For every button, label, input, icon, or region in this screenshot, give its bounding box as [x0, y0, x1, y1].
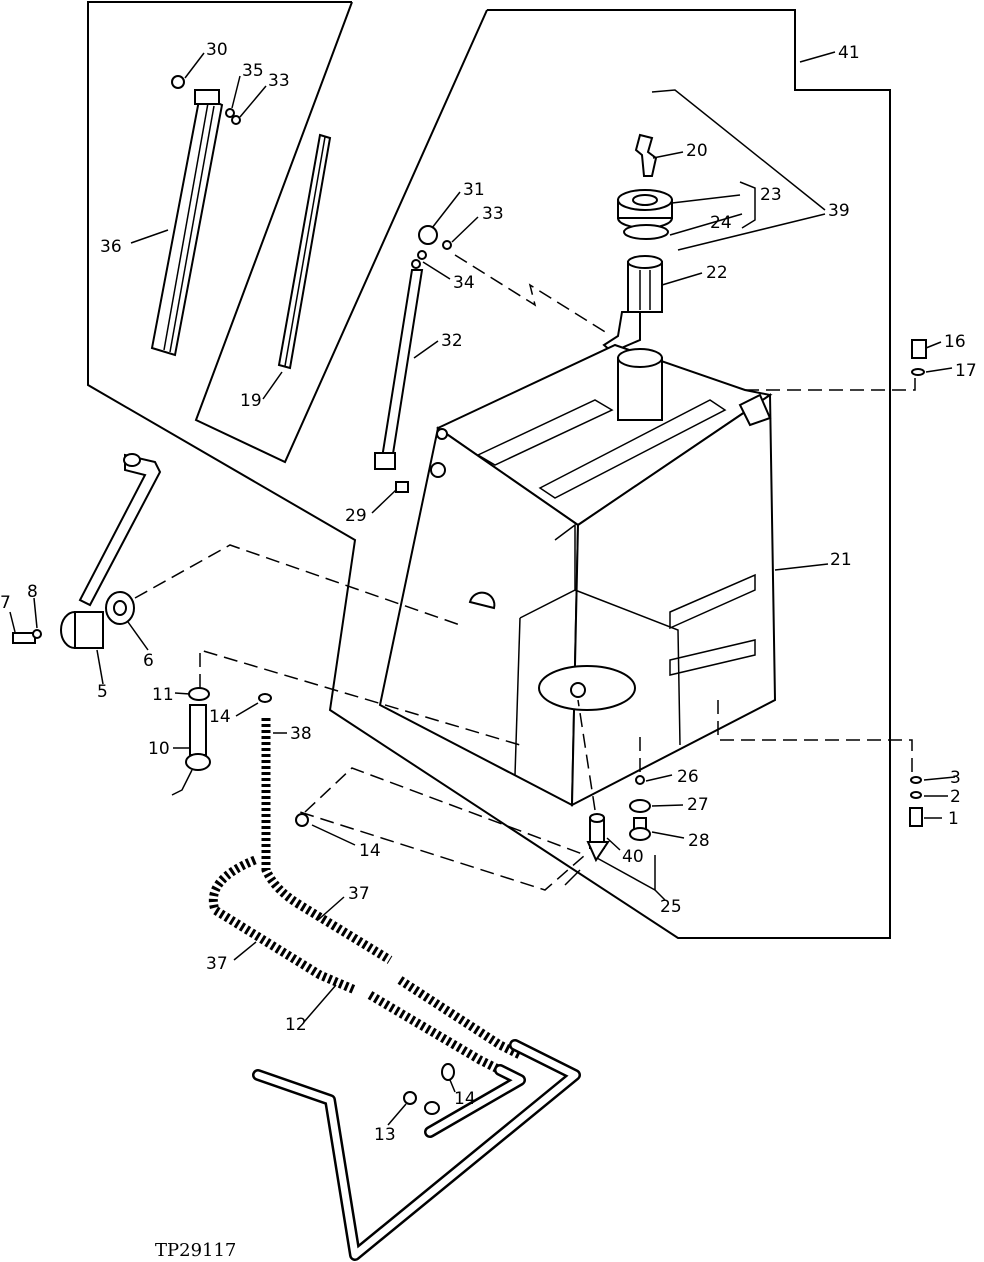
dash-11-tank	[199, 648, 521, 746]
key-20	[634, 133, 658, 177]
washer-33	[442, 240, 452, 250]
bracket	[602, 311, 641, 354]
assembly-outline	[87, 1, 891, 939]
dash-1-tank	[717, 700, 913, 772]
callout-27: 27	[687, 795, 709, 815]
gasket-24	[623, 224, 669, 240]
clamp-14b	[295, 813, 309, 827]
dash-17-tank	[745, 378, 916, 391]
callout-31: 31	[463, 180, 485, 200]
callout-41: 41	[838, 43, 860, 63]
screw-7	[12, 632, 36, 644]
callout-24: 24	[710, 213, 732, 233]
screw-30	[171, 75, 185, 89]
washer-17	[911, 368, 925, 376]
callout-3: 3	[950, 768, 961, 788]
leader-lines	[9, 51, 956, 1126]
washer-3	[910, 776, 922, 784]
bushing-31	[418, 225, 438, 245]
seal-27	[629, 799, 651, 813]
dash-valve-tank	[577, 699, 596, 811]
hose-12-lower	[367, 991, 503, 1075]
drain-plug-28	[629, 817, 651, 841]
crank-handle	[78, 453, 162, 607]
hose-37a	[209, 855, 357, 995]
washer-8	[32, 629, 42, 639]
dash-6-tank	[134, 544, 461, 626]
callout-11: 11	[152, 685, 174, 705]
callout-23: 23	[760, 185, 782, 205]
callout-39: 39	[828, 201, 850, 221]
strainer-22	[627, 255, 663, 313]
callout-22: 22	[706, 263, 728, 283]
strip-19	[277, 133, 332, 370]
hose-return-outer-in	[254, 1041, 579, 1259]
callout-1: 1	[948, 809, 959, 829]
drain-valve-40	[586, 813, 610, 863]
hose-12-upper	[397, 976, 523, 1060]
filler-cap-23	[617, 189, 673, 229]
grommet-6-hole	[113, 600, 127, 616]
clamp-14a	[258, 693, 272, 703]
callout-13: 13	[374, 1125, 396, 1145]
callout-20: 20	[686, 141, 708, 161]
washer-2	[910, 791, 922, 799]
callout-2: 2	[950, 787, 961, 807]
hose-return-outer	[252, 1039, 581, 1261]
callout-37a: 37	[348, 884, 370, 904]
washer-34b	[411, 259, 421, 269]
callout-17: 17	[955, 361, 977, 381]
callout-33b: 33	[482, 204, 504, 224]
callout-12: 12	[285, 1015, 307, 1035]
o-ring-26	[635, 775, 645, 785]
callout-40: 40	[622, 847, 644, 867]
callout-35: 35	[242, 61, 264, 81]
channel-36	[150, 89, 224, 357]
hose-38	[261, 718, 393, 964]
callout-14c: 14	[454, 1089, 476, 1109]
dash-31-tank	[454, 254, 611, 336]
fuel-tank-21	[378, 343, 777, 807]
bolt-16	[911, 339, 927, 359]
callout-5: 5	[97, 682, 108, 702]
washer-35	[225, 108, 235, 118]
callout-10: 10	[148, 739, 170, 759]
callout-25: 25	[660, 897, 682, 917]
nut-11	[188, 687, 210, 701]
dash-14-tank	[299, 767, 587, 891]
knob-5	[60, 611, 104, 649]
callout-36: 36	[100, 237, 122, 257]
callout-19: 19	[240, 391, 262, 411]
subpanel-outline	[194, 1, 488, 464]
fitting-10	[171, 704, 211, 796]
callout-14b: 14	[359, 841, 381, 861]
callout-28: 28	[688, 831, 710, 851]
washer-34a	[417, 250, 427, 260]
hose-return-inner-in	[426, 1066, 524, 1136]
callout-29: 29	[345, 506, 367, 526]
washer-33-top	[231, 115, 241, 125]
callout-30: 30	[206, 40, 228, 60]
callout-33a: 33	[268, 71, 290, 91]
callout-8: 8	[27, 582, 38, 602]
clamp-14c	[441, 1063, 455, 1081]
rod-32	[374, 269, 424, 470]
callout-14a: 14	[209, 707, 231, 727]
figure-id: TP29117	[155, 1240, 236, 1261]
clamp-14d	[424, 1101, 440, 1115]
callout-26: 26	[677, 767, 699, 787]
callout-32: 32	[441, 331, 463, 351]
bolt-1	[909, 807, 923, 827]
callout-37b: 37	[206, 954, 228, 974]
callout-6: 6	[143, 651, 154, 671]
callout-34: 34	[453, 273, 475, 293]
clamp-13	[403, 1091, 417, 1105]
callout-7: 7	[0, 593, 11, 613]
callout-16: 16	[944, 332, 966, 352]
plug-29	[395, 481, 409, 493]
callout-38: 38	[290, 724, 312, 744]
callout-21: 21	[830, 550, 852, 570]
